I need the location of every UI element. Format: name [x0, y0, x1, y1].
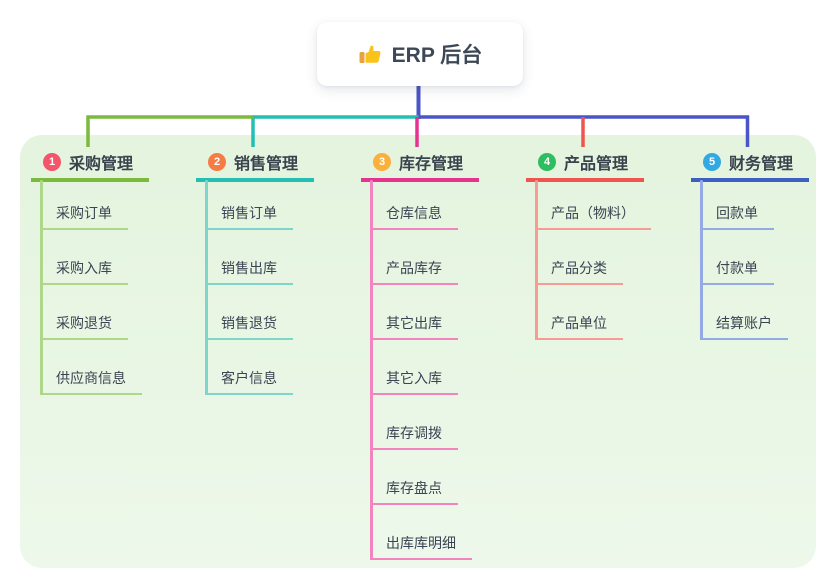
branch-node-product[interactable]: 4 产品管理	[526, 148, 644, 182]
child-node[interactable]: 库存调拨	[370, 424, 458, 450]
child-node[interactable]: 销售退货	[205, 314, 293, 340]
branch-label: 产品管理	[564, 156, 629, 173]
root-node[interactable]: ERP 后台	[317, 22, 523, 86]
child-node[interactable]: 产品（物料）	[535, 204, 651, 230]
branches-panel	[20, 135, 816, 568]
branch-node-finance[interactable]: 5 财务管理	[691, 148, 809, 182]
child-node[interactable]: 回款单	[700, 204, 774, 230]
root-node-label: ERP 后台	[391, 44, 483, 67]
branch-number-badge: 1	[43, 153, 61, 171]
branch-child-connector	[370, 180, 373, 560]
branch-node-sales[interactable]: 2 销售管理	[196, 148, 314, 182]
child-node[interactable]: 仓库信息	[370, 204, 458, 230]
child-node[interactable]: 采购订单	[40, 204, 128, 230]
branch-label: 销售管理	[234, 156, 299, 173]
branch-number-badge: 2	[208, 153, 226, 171]
branch-node-inventory[interactable]: 3 库存管理	[361, 148, 479, 182]
child-node[interactable]: 出库库明细	[370, 534, 472, 560]
child-node[interactable]: 结算账户	[700, 314, 788, 340]
branch-child-connector	[535, 180, 538, 340]
child-node[interactable]: 销售出库	[205, 259, 293, 285]
branch-label: 采购管理	[69, 156, 134, 173]
child-node[interactable]: 采购入库	[40, 259, 128, 285]
child-node[interactable]: 库存盘点	[370, 479, 458, 505]
branch-node-purchase[interactable]: 1 采购管理	[31, 148, 149, 182]
branch-label: 财务管理	[729, 156, 794, 173]
child-node[interactable]: 其它入库	[370, 369, 458, 395]
child-node[interactable]: 产品分类	[535, 259, 623, 285]
branch-label: 库存管理	[399, 156, 464, 173]
branch-number-badge: 5	[703, 153, 721, 171]
child-node[interactable]: 产品单位	[535, 314, 623, 340]
branch-number-badge: 4	[538, 153, 556, 171]
branch-number-badge: 3	[373, 153, 391, 171]
child-node[interactable]: 其它出库	[370, 314, 458, 340]
child-node[interactable]: 供应商信息	[40, 369, 142, 395]
branch-child-connector	[205, 180, 208, 395]
child-node[interactable]: 采购退货	[40, 314, 128, 340]
child-node[interactable]: 客户信息	[205, 369, 293, 395]
child-node[interactable]: 产品库存	[370, 259, 458, 285]
child-node[interactable]: 销售订单	[205, 204, 293, 230]
branch-child-connector	[700, 180, 703, 340]
child-node[interactable]: 付款单	[700, 259, 774, 285]
branch-child-connector	[40, 180, 43, 395]
thumbs-up-icon	[359, 45, 381, 63]
